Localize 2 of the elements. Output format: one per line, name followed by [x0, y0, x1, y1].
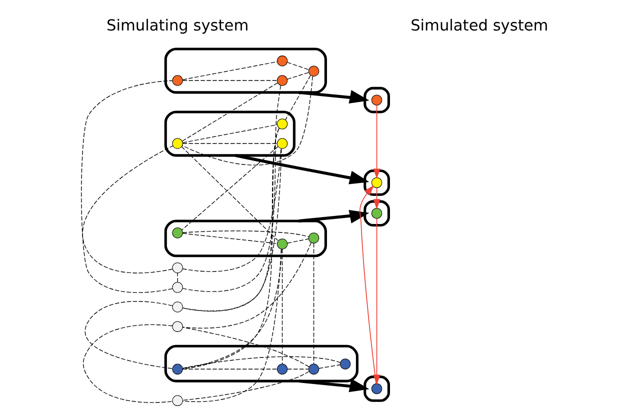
label: Simulating system [106, 16, 248, 35]
label: Simulated system [410, 16, 548, 35]
